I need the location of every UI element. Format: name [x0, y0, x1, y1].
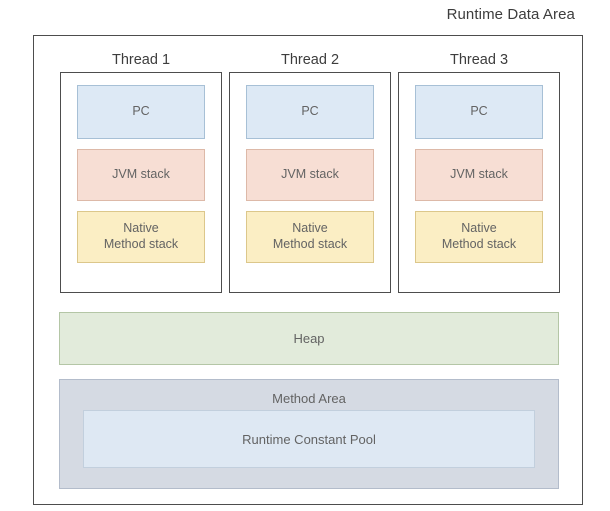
runtime-constant-pool-box: Runtime Constant Pool — [83, 410, 535, 468]
heap-box: Heap — [59, 312, 559, 365]
thread-label-3: Thread 3 — [449, 52, 509, 68]
thread-label-1: Thread 1 — [111, 52, 171, 68]
method-area-label: Method Area — [272, 391, 346, 406]
pc-box-thread-1: PC — [77, 85, 205, 139]
jvm-stack-box-thread-1: JVM stack — [77, 149, 205, 201]
pc-box-thread-3: PC — [415, 85, 543, 139]
jvm-stack-box-thread-2: JVM stack — [246, 149, 374, 201]
pc-box-thread-2: PC — [246, 85, 374, 139]
method-area-box: Method Area Runtime Constant Pool — [59, 379, 559, 489]
diagram-title: Runtime Data Area — [446, 6, 575, 23]
jvm-stack-box-thread-3: JVM stack — [415, 149, 543, 201]
thread-label-2: Thread 2 — [280, 52, 340, 68]
